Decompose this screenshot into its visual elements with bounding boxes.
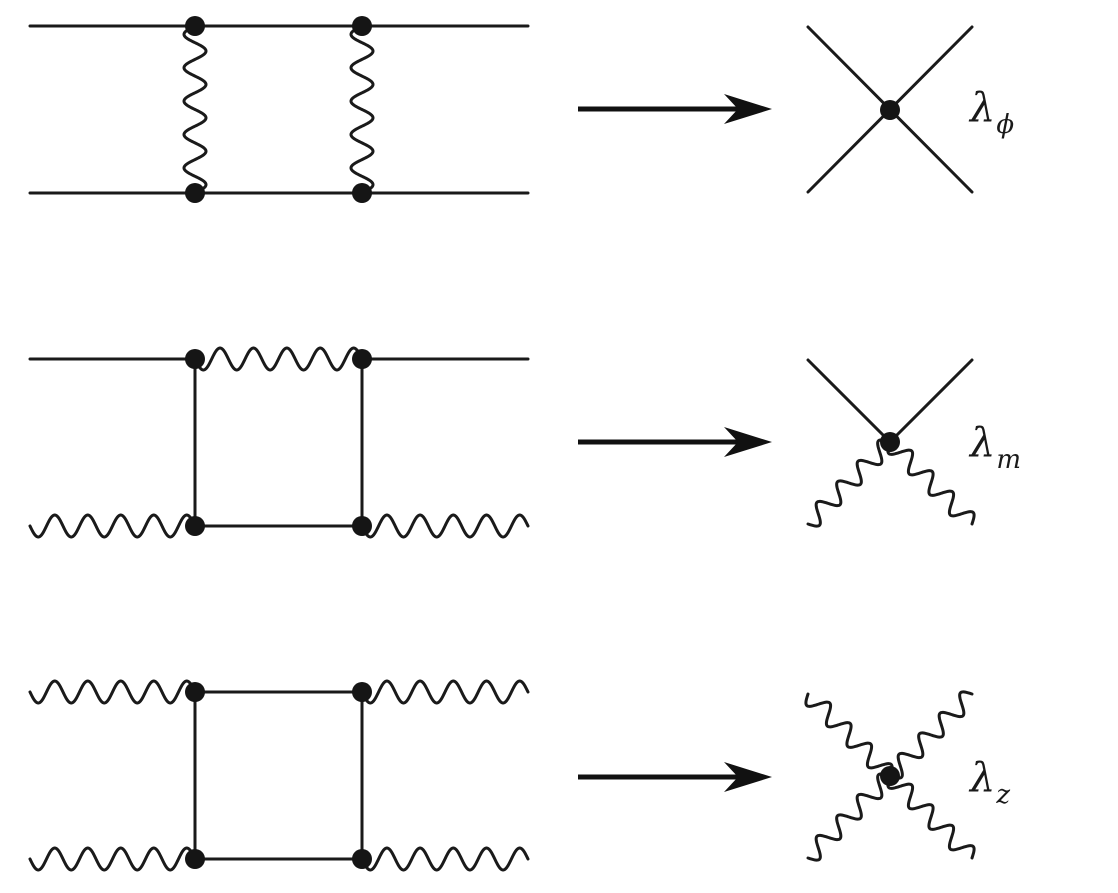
- lambda-symbol: λ: [970, 755, 996, 801]
- row1-box-diagram: [28, 16, 530, 203]
- row3-bottom-left-wavy-external: [28, 846, 197, 872]
- row3-top-left-wavy-external: [28, 679, 197, 705]
- row1-effective-vertex: [806, 25, 974, 194]
- row2-scalar-leg-right: [888, 358, 974, 444]
- row2-bottom-right-wavy-external: [360, 513, 530, 539]
- row1-left-wavy-rung: [182, 24, 208, 195]
- row1-right-wavy-rung: [349, 24, 375, 195]
- row2-vertex-top-left: [185, 349, 205, 369]
- row3-vertex-bottom-left: [185, 849, 205, 869]
- row1-contact-vertex: [880, 100, 900, 120]
- row2-arrow-head: [724, 427, 772, 457]
- z-subscript: z: [996, 780, 1011, 810]
- row1-vertex-top-right: [352, 16, 372, 36]
- row3-wavy-leg-top-left: [804, 692, 894, 778]
- row3-vertex-bottom-right: [352, 849, 372, 869]
- row2-wavy-leg-left: [806, 438, 892, 528]
- row1-vertex-bottom-left: [185, 183, 205, 203]
- row2-box-diagram: [28, 346, 530, 539]
- row1-vertex-bottom-right: [352, 183, 372, 203]
- row2-vertex-top-right: [352, 349, 372, 369]
- row3-vertex-top-right: [352, 682, 372, 702]
- row2-scalar-leg-left: [806, 358, 892, 444]
- row3-arrow: [578, 762, 772, 792]
- row3-wavy-leg-top-right: [888, 690, 974, 780]
- row2-top-wavy-propagator: [193, 346, 364, 372]
- row1-arrow-head: [724, 94, 772, 124]
- row3-contact-vertex: [880, 766, 900, 786]
- row2-effective-vertex: [806, 358, 976, 528]
- lambda-symbol: λ: [970, 420, 996, 466]
- row2-wavy-leg-right: [886, 440, 976, 526]
- phi-subscript: ϕ: [996, 110, 1015, 140]
- row3-arrow-head: [724, 762, 772, 792]
- row2-contact-vertex: [880, 432, 900, 452]
- row2-vertex-bottom-right: [352, 516, 372, 536]
- lambda-symbol: λ: [970, 85, 996, 131]
- row3-wavy-leg-bottom-right: [886, 774, 976, 860]
- row3-bottom-right-wavy-external: [360, 846, 530, 872]
- coupling-label-lambda-phi: λϕ: [970, 85, 1014, 138]
- row2-arrow: [578, 427, 772, 457]
- row2-vertex-bottom-left: [185, 516, 205, 536]
- row3-top-right-wavy-external: [360, 679, 530, 705]
- m-subscript: m: [996, 445, 1022, 475]
- row1-arrow: [578, 94, 772, 124]
- row2-bottom-left-wavy-external: [28, 513, 197, 539]
- row1-vertex-top-left: [185, 16, 205, 36]
- row3-wavy-leg-bottom-left: [806, 772, 892, 862]
- coupling-label-lambda-m: λm: [970, 420, 1021, 473]
- row3-effective-vertex: [804, 690, 976, 862]
- row3-vertex-top-left: [185, 682, 205, 702]
- coupling-label-lambda-z: λz: [970, 755, 1010, 808]
- row3-box-diagram: [28, 679, 530, 872]
